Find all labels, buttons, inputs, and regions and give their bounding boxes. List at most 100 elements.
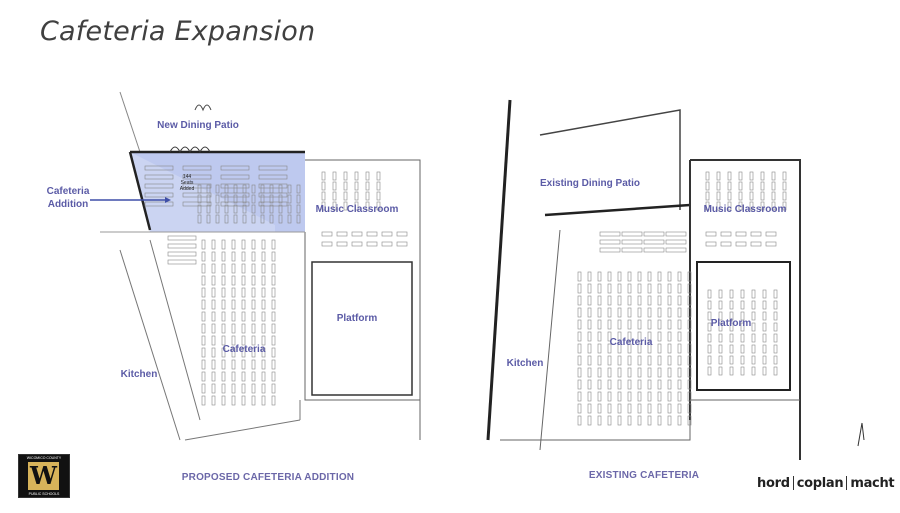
north-arrow-icon (857, 422, 865, 447)
table-mark (241, 263, 246, 274)
table-mark (233, 214, 238, 224)
table-mark (647, 307, 652, 318)
table-mark (211, 335, 216, 346)
table-mark (637, 415, 642, 426)
table-mark (677, 355, 682, 366)
table-mark (617, 295, 622, 306)
table-mark (231, 335, 236, 346)
table-mark (251, 287, 256, 298)
table-mark (627, 331, 632, 342)
table-mark (260, 194, 265, 204)
table-mark (221, 383, 226, 394)
table-mark (577, 319, 582, 330)
caption-proposed: PROPOSED CAFETERIA ADDITION (181, 472, 355, 483)
table-mark (261, 323, 266, 334)
table-mark (269, 194, 274, 204)
table-mark (577, 307, 582, 318)
label-cafeteria-existing: Cafeteria (609, 337, 653, 348)
table-mark (365, 181, 370, 191)
table-mark (760, 191, 765, 201)
table-mark (677, 271, 682, 282)
table-mark (749, 171, 754, 181)
table-mark (738, 181, 743, 191)
table-mark (667, 319, 672, 330)
table-mark (735, 231, 747, 237)
table-mark (206, 214, 211, 224)
table-mark (201, 287, 206, 298)
table-mark (211, 323, 216, 334)
table-mark (231, 239, 236, 250)
table-mark (677, 307, 682, 318)
table-mark (773, 311, 778, 321)
table-mark (740, 311, 745, 321)
table-mark (607, 343, 612, 354)
label-existing-dining-patio: Existing Dining Patio (539, 178, 641, 189)
table-mark (677, 283, 682, 294)
table-mark (221, 239, 226, 250)
table-mark (597, 403, 602, 414)
table-mark (716, 201, 721, 211)
table-mark (657, 367, 662, 378)
table-mark (782, 181, 787, 191)
table-mark (599, 231, 621, 237)
table-mark (771, 171, 776, 181)
table-mark (729, 333, 734, 343)
table-mark (206, 184, 211, 194)
table-mark (261, 347, 266, 358)
table-mark (727, 171, 732, 181)
table-mark (201, 311, 206, 322)
table-mark (396, 241, 408, 247)
table-mark (716, 171, 721, 181)
table-mark (260, 184, 265, 194)
table-mark (607, 271, 612, 282)
table-mark (278, 184, 283, 194)
table-mark (241, 347, 246, 358)
table-mark (336, 231, 348, 237)
table-mark (206, 194, 211, 204)
table-mark (220, 201, 250, 207)
table-mark (637, 307, 642, 318)
table-mark (617, 331, 622, 342)
table-mark (251, 311, 256, 322)
table-mark (617, 355, 622, 366)
table-mark (751, 322, 756, 332)
table-mark (597, 271, 602, 282)
table-mark (321, 201, 326, 211)
table-mark (720, 231, 732, 237)
table-mark (667, 271, 672, 282)
table-mark (587, 367, 592, 378)
table-mark (705, 241, 717, 247)
table-mark (167, 243, 197, 249)
table-mark (762, 322, 767, 332)
table-mark (587, 319, 592, 330)
table-mark (241, 251, 246, 262)
table-mark (251, 383, 256, 394)
table-mark (577, 271, 582, 282)
table-mark (241, 335, 246, 346)
table-mark (241, 323, 246, 334)
table-mark (705, 201, 710, 211)
table-mark (251, 239, 256, 250)
table-mark (376, 191, 381, 201)
table-mark (182, 174, 212, 180)
table-mark (607, 403, 612, 414)
table-mark (287, 214, 292, 224)
table-mark (617, 367, 622, 378)
school-logo: WICOMICO COUNTY W PUBLIC SCHOOLS (18, 454, 70, 498)
table-mark (221, 395, 226, 406)
table-mark (231, 287, 236, 298)
table-mark (782, 191, 787, 201)
table-mark (637, 367, 642, 378)
table-mark (343, 201, 348, 211)
table-mark (241, 287, 246, 298)
table-mark (201, 371, 206, 382)
table-mark (271, 371, 276, 382)
table-mark (201, 335, 206, 346)
table-mark (762, 366, 767, 376)
label-cafeteria-proposed: Cafeteria (222, 344, 266, 355)
table-mark (677, 415, 682, 426)
table-mark (211, 299, 216, 310)
table-mark (251, 275, 256, 286)
table-mark (321, 231, 333, 237)
table-mark (201, 383, 206, 394)
